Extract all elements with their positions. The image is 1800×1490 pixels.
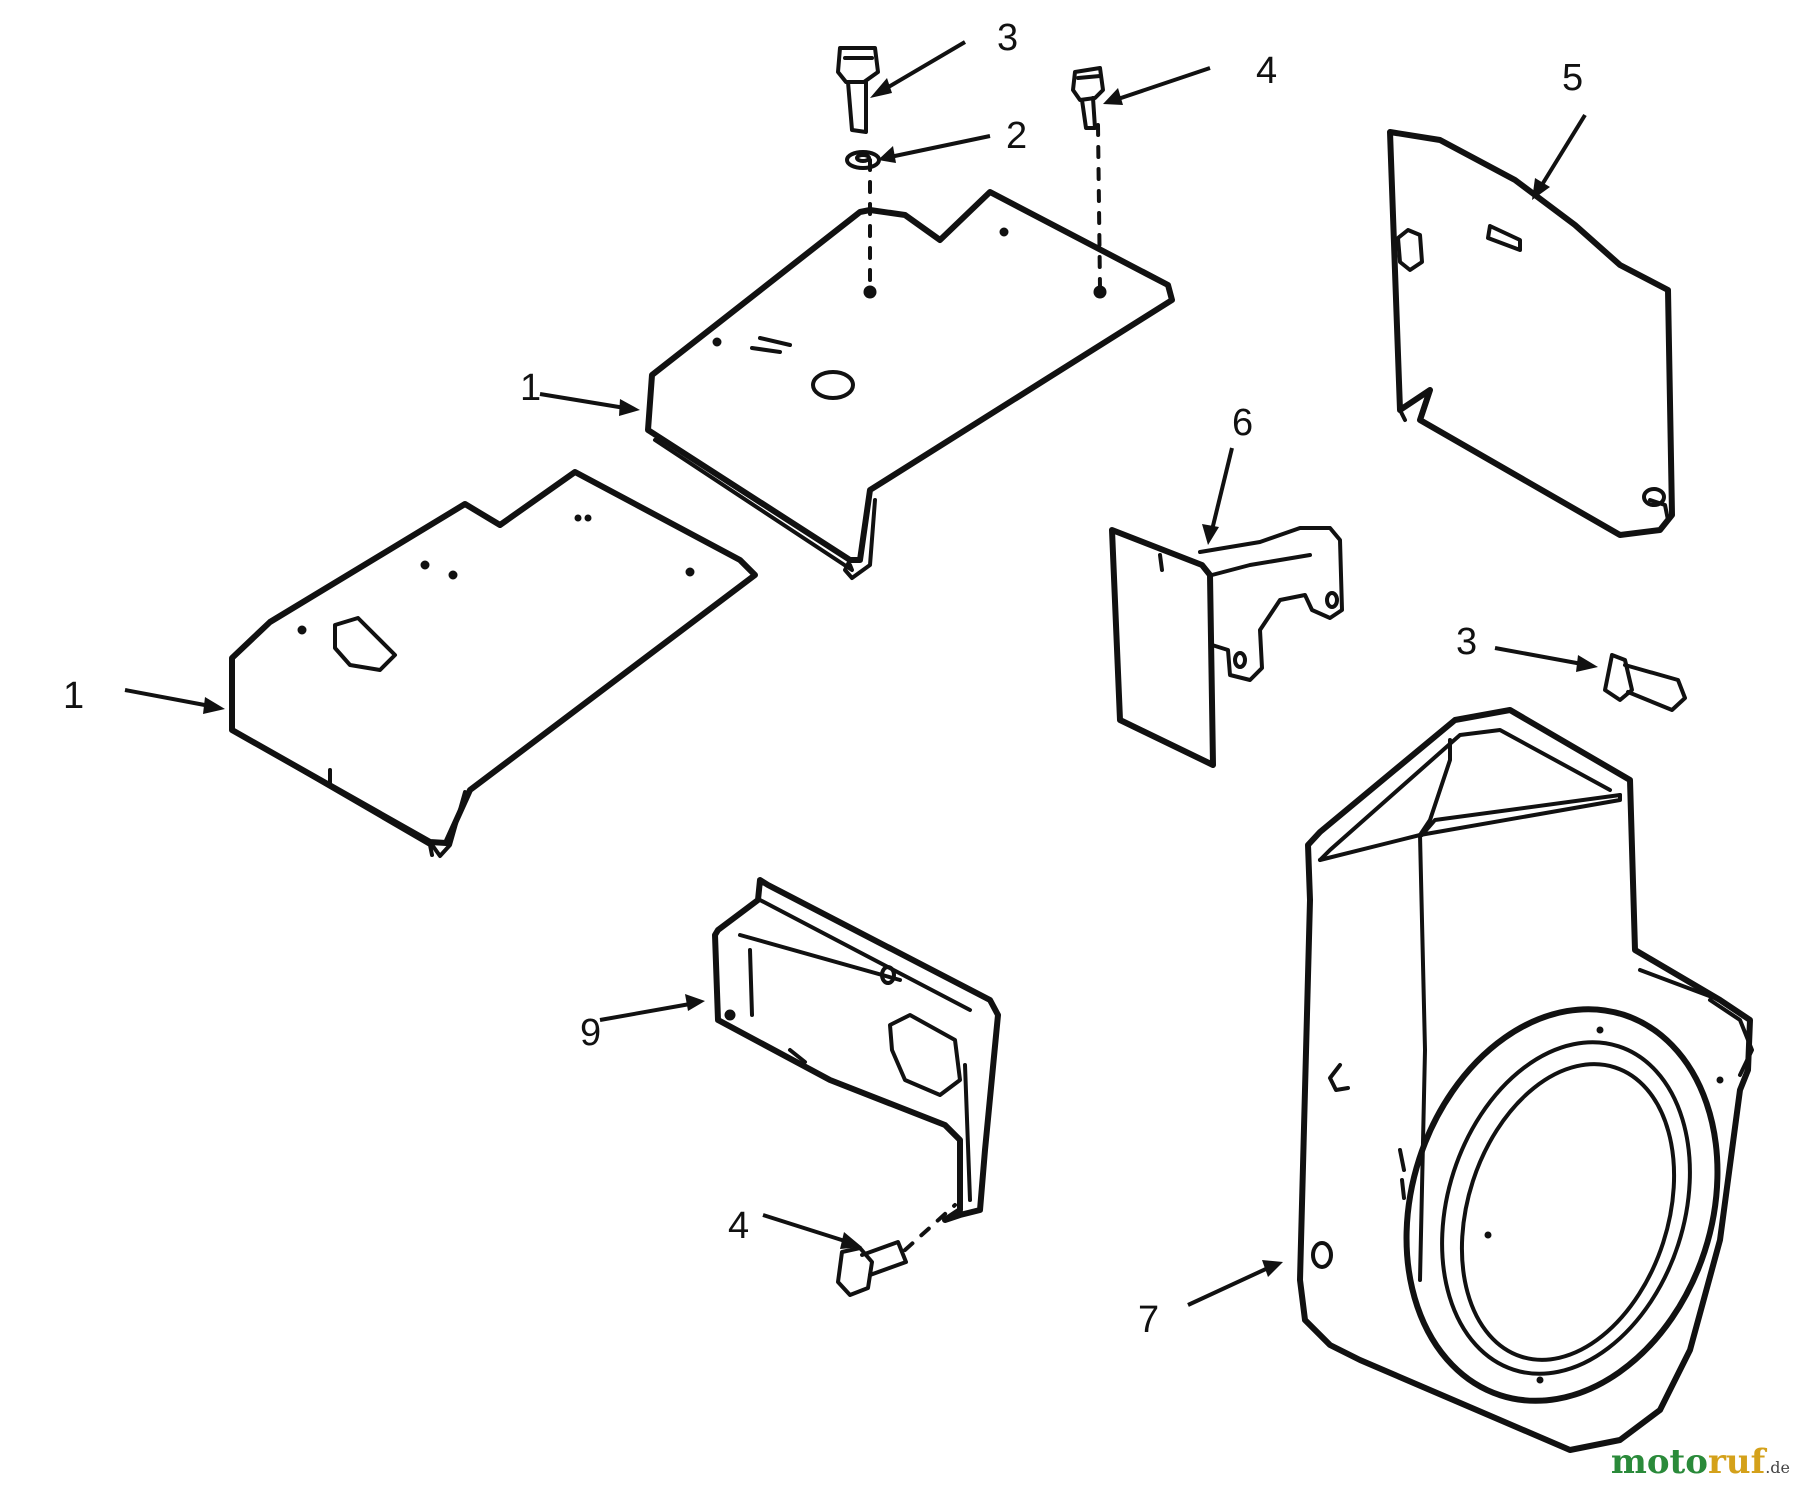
part-1-upper-baffle bbox=[645, 123, 1175, 580]
callout-9: 9 bbox=[580, 1012, 601, 1054]
part-5-side-cover bbox=[1387, 129, 1675, 538]
callout-6: 6 bbox=[1232, 402, 1253, 444]
watermark-text-ruf: ruf bbox=[1707, 1442, 1766, 1482]
part-3-screw-upper bbox=[836, 46, 880, 134]
callout-4-bottom: 4 bbox=[728, 1205, 749, 1247]
part-3-screw-right bbox=[1603, 653, 1687, 712]
part-9-air-guide bbox=[712, 877, 1001, 1223]
part-4-screw-lower bbox=[836, 1203, 957, 1297]
part-7-blower-housing bbox=[1297, 707, 1754, 1453]
callout-7: 7 bbox=[1138, 1299, 1159, 1341]
callout-2: 2 bbox=[1006, 115, 1027, 157]
part-2-washer bbox=[845, 150, 881, 170]
watermark-logo: motoruf.de bbox=[1611, 1442, 1790, 1482]
callout-3-top: 3 bbox=[997, 17, 1018, 59]
part-6-shield-bracket bbox=[1109, 526, 1344, 768]
callout-3-right: 3 bbox=[1456, 621, 1477, 663]
callout-4-top: 4 bbox=[1256, 50, 1277, 92]
watermark-text-moto: moto bbox=[1610, 1442, 1708, 1482]
part-1-lower-baffle bbox=[229, 469, 758, 858]
callout-labels: 3 2 4 5 1 6 1 3 9 4 7 bbox=[63, 17, 1583, 1341]
callout-5: 5 bbox=[1562, 57, 1583, 99]
leader-arrows bbox=[124, 40, 1598, 1307]
watermark-text-de: .de bbox=[1765, 1458, 1790, 1477]
callout-1-lower: 1 bbox=[63, 675, 84, 717]
callout-1-upper: 1 bbox=[520, 367, 541, 409]
part-4-screw-upper bbox=[1071, 66, 1105, 130]
